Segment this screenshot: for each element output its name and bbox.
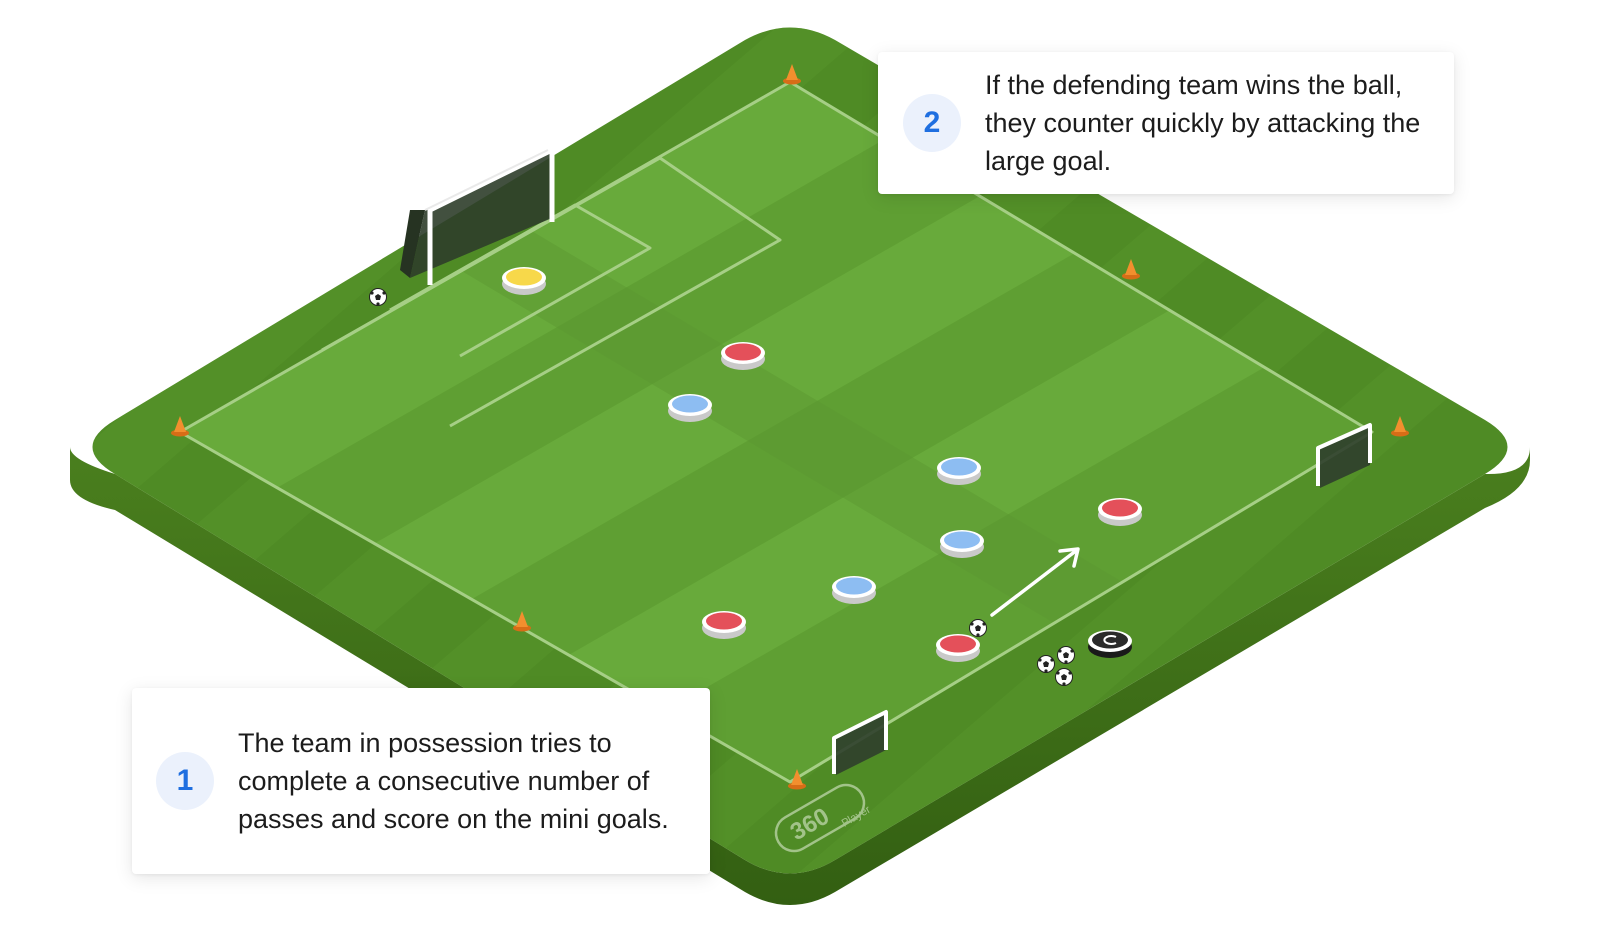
instruction-callout-2: 2 If the defending team wins the ball, t… bbox=[878, 52, 1454, 194]
soccer-ball-icon bbox=[1057, 646, 1075, 664]
red-player-marker bbox=[1098, 498, 1142, 526]
large-goal-icon bbox=[400, 147, 555, 285]
step-number-badge: 1 bbox=[156, 752, 214, 810]
blue-player-marker bbox=[937, 457, 981, 485]
instruction-callout-1: 1 The team in possession tries to comple… bbox=[132, 688, 710, 874]
cone-icon bbox=[783, 64, 801, 85]
cone-icon bbox=[1391, 416, 1409, 437]
instruction-text: The team in possession tries to complete… bbox=[238, 728, 669, 834]
blue-player-marker bbox=[832, 576, 876, 604]
red-player-marker bbox=[702, 611, 746, 639]
cone-icon bbox=[1122, 259, 1140, 280]
blue-player-marker bbox=[668, 394, 712, 422]
pass-arrow-icon bbox=[990, 547, 1080, 617]
soccer-ball-icon bbox=[1055, 668, 1073, 686]
step-number-badge: 2 bbox=[903, 94, 961, 152]
cone-icon bbox=[513, 611, 531, 632]
mini-goal-icon bbox=[832, 710, 888, 775]
red-player-marker bbox=[936, 634, 980, 662]
instruction-text: If the defending team wins the ball, the… bbox=[985, 70, 1421, 176]
cone-icon bbox=[788, 769, 806, 790]
field-surface bbox=[180, 82, 1372, 782]
red-player-marker bbox=[721, 342, 765, 370]
soccer-ball-icon bbox=[369, 288, 387, 306]
coach-icon bbox=[1088, 630, 1132, 658]
goalkeeper-marker bbox=[502, 267, 546, 295]
soccer-ball-icon bbox=[1037, 655, 1055, 673]
cone-icon bbox=[171, 416, 189, 437]
blue-player-marker bbox=[940, 530, 984, 558]
soccer-ball-icon bbox=[969, 619, 987, 637]
mini-goal-icon bbox=[1316, 423, 1372, 488]
